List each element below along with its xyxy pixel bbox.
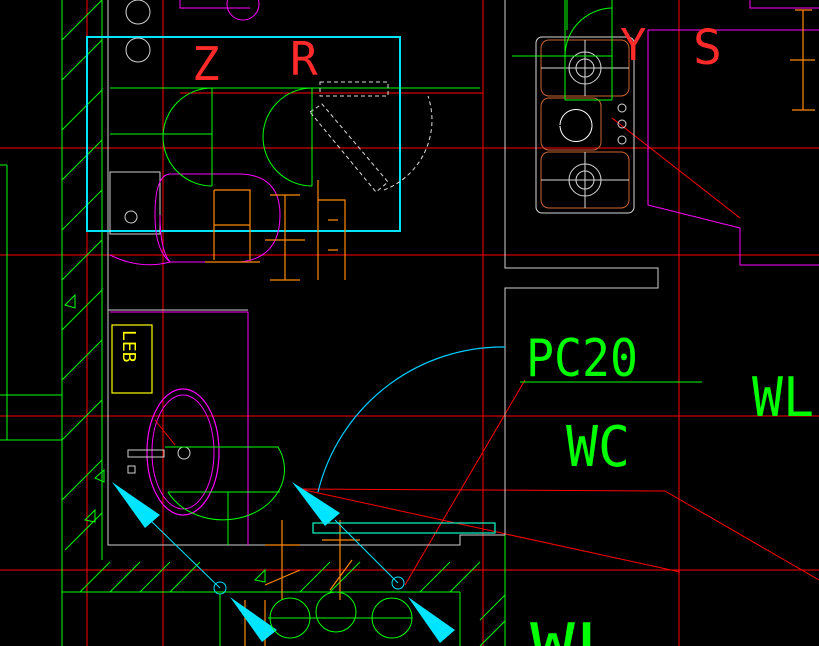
gas-stove-icon — [512, 0, 635, 214]
label-z: Z — [192, 37, 220, 91]
label-wl-bottom: WL — [530, 612, 620, 646]
marker-triangles — [64, 293, 266, 583]
label-s: S — [693, 20, 722, 76]
leb-box-icon: LEB — [111, 324, 153, 394]
wash-basin-icon — [127, 388, 285, 545]
fixture-outlines — [110, 0, 819, 545]
structure-lines — [107, 0, 659, 546]
bottom-pipe-circles — [219, 591, 413, 646]
label-y: Y — [620, 20, 647, 71]
selection-box[interactable] — [86, 36, 401, 232]
view-arrow-icon — [112, 482, 455, 643]
label-r: R — [290, 32, 318, 86]
door-leaf-dashed — [309, 81, 433, 193]
wall-outlines — [0, 0, 568, 646]
toilet-icon — [109, 171, 281, 266]
wall-hatching — [61, 0, 506, 646]
top-fixture-circles — [125, 0, 260, 63]
door-arcs-green — [110, 87, 480, 187]
label-wl-right: WL — [752, 366, 814, 429]
door-swing-icon — [312, 346, 506, 534]
room-label-strokes — [205, 9, 815, 646]
label-pc20: PC20 — [526, 329, 638, 389]
leb-label: LEB — [118, 330, 139, 363]
label-wc: WC — [566, 415, 630, 480]
